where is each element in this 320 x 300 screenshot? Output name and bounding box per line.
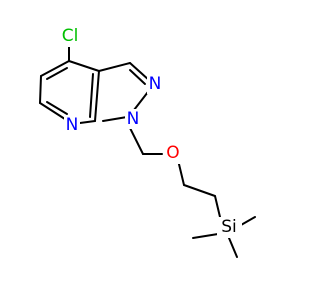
- bond-n1-c7a: [102, 116, 128, 122]
- bond-o-c1: [177, 159, 185, 186]
- ether-oxygen-background: [164, 142, 182, 164]
- inner-double-c4-c5: [46, 67, 68, 80]
- inner-double-c6-n7: [46, 101, 68, 115]
- silicon-text: Si: [221, 217, 237, 237]
- bond-c6-c5: [39, 75, 42, 104]
- bond-c3a-c3: [98, 62, 131, 72]
- bond-c3a-c7a: [94, 70, 100, 122]
- pyrazole-nitrogen-2-text: N: [149, 74, 162, 94]
- bonds: [39, 46, 256, 258]
- bond-si-methyl-left: [192, 233, 219, 239]
- silicon-background: [217, 217, 242, 238]
- pyrazole-nitrogen-1-label: N: [125, 109, 141, 129]
- bond-c2-si: [214, 195, 221, 218]
- chlorine-text: Cl: [62, 26, 79, 46]
- pyridine-nitrogen-text: N: [66, 115, 79, 135]
- pyridine-nitrogen-label: N: [64, 115, 80, 135]
- chlorine-label-background: [58, 27, 82, 47]
- chemical-structure: Cl N N N O Si: [39, 26, 256, 258]
- pyrazole-nitrogen-2-background: [147, 74, 163, 94]
- bond-c4-c3a: [68, 60, 100, 72]
- pyrazole-nitrogen-1-text: N: [127, 109, 140, 129]
- bond-si-methyl-bottom: [228, 237, 238, 258]
- atom-labels: Cl N N N O Si: [58, 26, 242, 238]
- bond-n7-c6: [39, 102, 69, 122]
- chlorine-label: Cl: [58, 26, 82, 47]
- silicon-label: Si: [217, 217, 242, 238]
- bond-si-methyl-right: [240, 216, 256, 226]
- pyridine-nitrogen-background: [64, 115, 80, 135]
- inner-double-c3a-c7a: [89, 73, 94, 118]
- pyrazole-nitrogen-2-label: N: [147, 74, 163, 94]
- ether-oxygen-text: O: [166, 143, 179, 163]
- pyrazole-nitrogen-1-background: [125, 109, 141, 129]
- bond-c1-c2: [183, 184, 216, 197]
- bond-c5-c4: [40, 60, 70, 77]
- bond-c7a-n7: [79, 120, 96, 124]
- bond-c3-n2: [129, 62, 151, 82]
- inner-double-c3-n2: [129, 69, 146, 85]
- ether-oxygen-label: O: [164, 142, 182, 164]
- bond-n1-ch2: [128, 125, 144, 155]
